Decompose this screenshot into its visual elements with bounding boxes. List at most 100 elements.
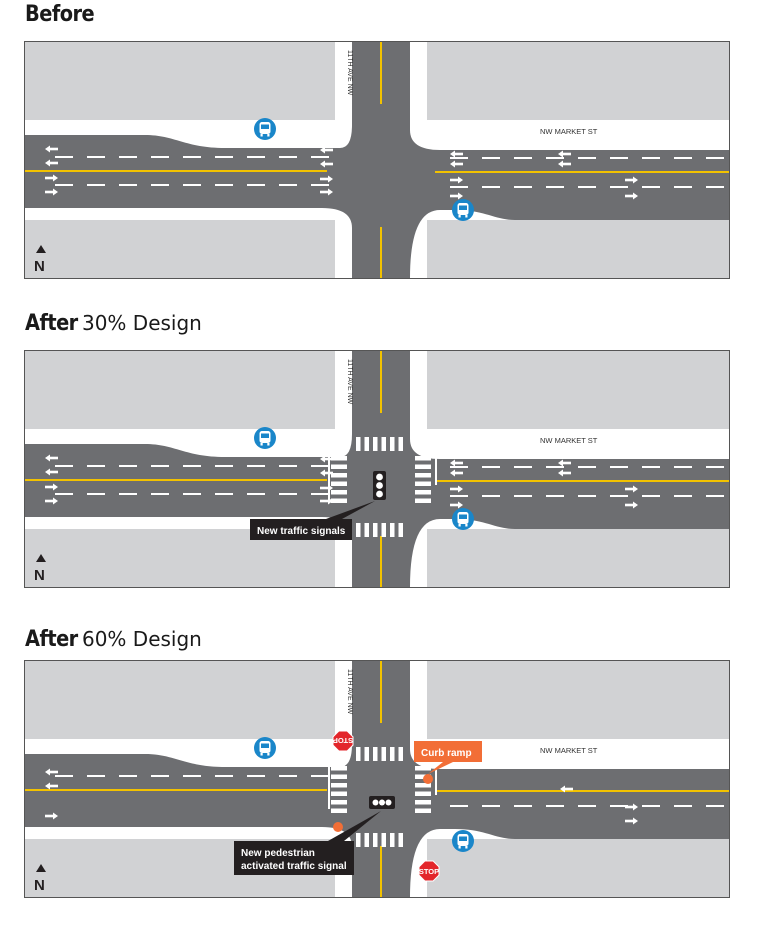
lane-dash xyxy=(514,157,532,159)
signal-lamp xyxy=(376,482,383,489)
lane-dash xyxy=(578,466,596,468)
lane-dash xyxy=(311,493,329,495)
lane-dash xyxy=(247,493,265,495)
city-blocks xyxy=(25,661,729,897)
lane-arrow-shaft xyxy=(320,190,329,194)
lane-arrow-head xyxy=(53,174,58,182)
lane-dash xyxy=(279,156,297,158)
lane-dash xyxy=(482,805,500,807)
stop-sign-octagon xyxy=(332,730,354,752)
curb-ramp-marker xyxy=(423,774,433,784)
lane-dash xyxy=(482,466,500,468)
bus-wheel xyxy=(260,753,263,756)
lane-arrow-head xyxy=(558,160,563,168)
lane-arrow-head xyxy=(320,469,325,477)
lane-arrow-shaft xyxy=(324,162,333,166)
signal-lamp xyxy=(379,799,385,806)
signal-lamp xyxy=(372,799,379,806)
lane-arrow-shaft xyxy=(454,152,463,156)
crosswalk-stripe xyxy=(415,490,431,495)
crosswalk-stripe xyxy=(398,747,403,761)
lane-dash xyxy=(578,157,596,159)
bus-wheel xyxy=(465,846,468,849)
lane-dash xyxy=(151,775,169,777)
lane-arrow-head xyxy=(558,459,563,467)
bus-wheel xyxy=(465,524,468,527)
lane-dash xyxy=(482,495,500,497)
crosswalk-stripe xyxy=(356,747,361,761)
bus-window xyxy=(459,514,467,519)
crosswalk-stripe xyxy=(364,523,369,537)
lane-dash xyxy=(55,493,73,495)
crosswalk-stripe xyxy=(373,747,378,761)
stop-sign-label: STOP xyxy=(419,867,439,876)
city-blocks xyxy=(25,351,729,587)
lane-dash xyxy=(450,186,468,188)
lane-dash xyxy=(706,805,724,807)
lane-dash xyxy=(119,156,137,158)
lane-arrow-shaft xyxy=(49,147,58,151)
block-nw xyxy=(25,661,335,739)
crosswalk-stripe xyxy=(364,747,369,761)
lane-arrow-head xyxy=(633,803,638,811)
crosswalk-stripe xyxy=(331,456,347,461)
lane-dash xyxy=(610,186,628,188)
street-label-east-west: NW MARKET ST xyxy=(540,127,598,136)
lane-arrow-head xyxy=(320,160,325,168)
crosswalk-stripe xyxy=(390,747,395,761)
lane-dash xyxy=(610,466,628,468)
crosswalk-stripe xyxy=(364,833,369,847)
crosswalk-stripe xyxy=(331,791,347,796)
stop-sign-icon: STOP xyxy=(418,860,440,882)
crosswalk-stripe xyxy=(373,833,378,847)
lane-dash xyxy=(215,493,233,495)
lane-arrow-shaft xyxy=(625,194,634,198)
crosswalk-stripe xyxy=(356,833,361,847)
road-surface xyxy=(25,42,729,278)
lane-arrow-head xyxy=(558,469,563,477)
crosswalk-stripe xyxy=(415,774,431,779)
crosswalk-stripe xyxy=(331,800,347,805)
bus-wheel xyxy=(458,215,461,218)
lane-arrow-shaft xyxy=(450,194,459,198)
crosswalk-stripe xyxy=(331,808,347,813)
lane-dash xyxy=(183,493,201,495)
signal-lamp xyxy=(385,799,392,806)
lane-arrow-shaft xyxy=(45,814,54,818)
lane-arrow-head xyxy=(633,176,638,184)
lane-dash xyxy=(87,775,105,777)
lane-arrow-shaft xyxy=(49,470,58,474)
crosswalk-stripe xyxy=(415,473,431,478)
crosswalk-stripe xyxy=(415,456,431,461)
lane-dash xyxy=(119,184,137,186)
callout-box xyxy=(414,741,482,762)
lane-dash xyxy=(450,805,468,807)
bus-wheel xyxy=(267,134,270,137)
lane-arrow-shaft xyxy=(562,461,571,465)
lane-dash xyxy=(514,466,532,468)
north-arrow-icon xyxy=(36,864,46,872)
north-label: N xyxy=(34,877,45,894)
crosswalk-stripe xyxy=(390,833,395,847)
callout-text: Curb ramp xyxy=(421,748,472,759)
lane-arrow-head xyxy=(45,468,50,476)
bus-wheel xyxy=(465,215,468,218)
lane-arrow-head xyxy=(45,159,50,167)
lane-arrow-shaft xyxy=(562,152,571,156)
lane-dash xyxy=(215,156,233,158)
block-se xyxy=(427,848,729,897)
signal-lamp xyxy=(376,473,383,481)
crosswalk-stripe xyxy=(331,481,347,486)
crosswalk-stripe xyxy=(356,523,361,537)
block-nw xyxy=(25,42,335,120)
lane-dash xyxy=(311,184,329,186)
lane-arrow-shaft xyxy=(320,499,329,503)
lane-arrow-head xyxy=(53,497,58,505)
crosswalk-stripe xyxy=(415,766,431,771)
lane-arrow-head xyxy=(558,150,563,158)
crosswalk-stripe xyxy=(331,766,347,771)
lane-arrow-shaft xyxy=(49,770,58,774)
lane-arrow-shaft xyxy=(450,178,459,182)
